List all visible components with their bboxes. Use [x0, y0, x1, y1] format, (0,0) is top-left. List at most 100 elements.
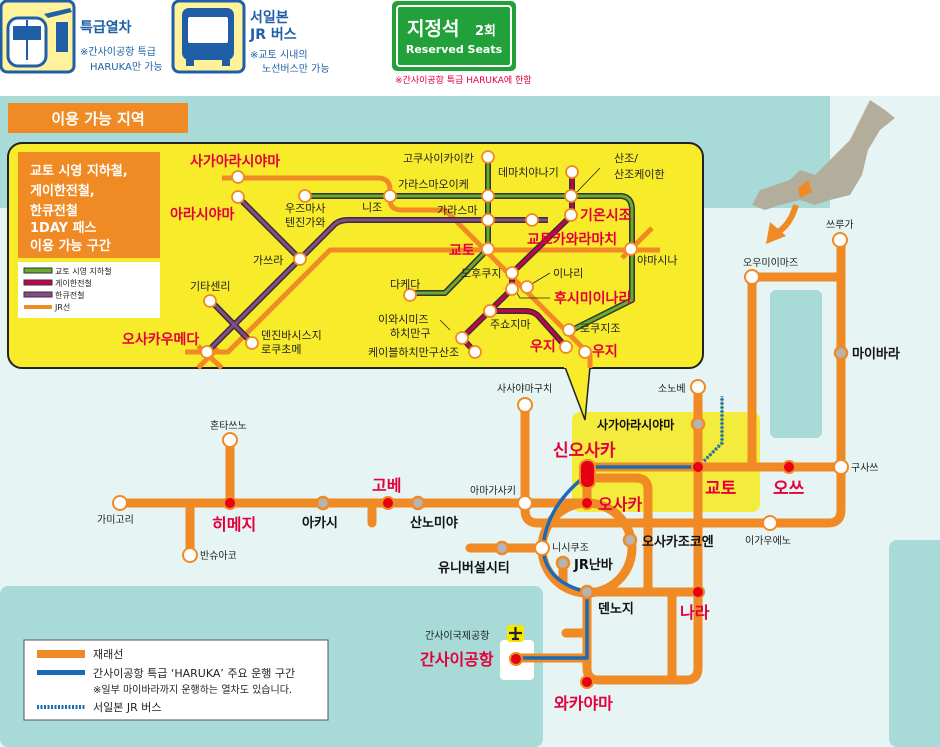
- inset-marker-cable-hachimangu[interactable]: [468, 345, 482, 359]
- inset-legend-subway: 교토 시영 지하철: [55, 266, 112, 276]
- japan-silhouette: [752, 100, 895, 210]
- inset-label-tenjinbashi-2: 로쿠초메: [261, 343, 301, 356]
- inset-label-iwashimizu-1: 이와시미즈: [378, 313, 429, 326]
- inset-marker-saga-arashiyama[interactable]: [231, 170, 245, 184]
- inset-marker-sanjo[interactable]: [564, 189, 578, 203]
- station-marker-tennoji[interactable]: [579, 584, 595, 600]
- reserved-count: 2회: [475, 23, 496, 39]
- inset-pointer-join: [564, 364, 592, 368]
- station-marker-maibara[interactable]: [833, 345, 849, 361]
- inset-label-saga-arashiyama: 사가아라시야마: [190, 153, 280, 170]
- inset-marker-kokusaikaikan[interactable]: [481, 150, 495, 164]
- inset-marker-karasuma-oike[interactable]: [481, 189, 495, 203]
- inset-pointer: [564, 366, 591, 421]
- station-marker-hontatsuno[interactable]: [222, 432, 238, 448]
- inset-marker-inari[interactable]: [520, 280, 534, 294]
- inset-marker-arashiyama[interactable]: [231, 190, 245, 204]
- station-marker-igaueno[interactable]: [762, 515, 778, 531]
- inset-marker-kitasenri[interactable]: [203, 294, 217, 308]
- inset-marker-nijo[interactable]: [383, 189, 397, 203]
- inset-marker-kyoto[interactable]: [481, 242, 495, 256]
- train-icon: [6, 8, 72, 68]
- label-kyoto: 교토: [705, 479, 737, 499]
- station-marker-kamigori[interactable]: [112, 495, 128, 511]
- label-kansai-airport: 간사이공항: [420, 650, 494, 669]
- inset-label-karasuma: 가라스마: [437, 204, 477, 217]
- inset-label-uzumasa-2: 텐진가와: [285, 216, 325, 229]
- label-osaka: 오사카: [598, 495, 642, 514]
- inset-marker-uzumasa[interactable]: [298, 189, 312, 203]
- inset-marker-tofukuji[interactable]: [505, 266, 519, 280]
- station-marker-sasayamaguchi[interactable]: [517, 397, 533, 413]
- inset-label-uji-jr: 우지: [592, 344, 618, 360]
- label-sannomiya: 산노미야: [410, 515, 458, 531]
- lake-biwa: [770, 290, 822, 438]
- jr-bus-badge: 서일본 JR 버스 ※교토 시내의 노선버스만 가능: [171, 0, 330, 75]
- station-marker-saga-arashiyama[interactable]: [690, 416, 706, 432]
- station-marker-kansai-airport[interactable]: [509, 652, 523, 666]
- inset-marker-uji-keihan[interactable]: [559, 340, 573, 354]
- inset-marker-gion-shijo[interactable]: [564, 208, 578, 222]
- label-nishikujo: 니시쿠조: [552, 542, 589, 554]
- label-otsu: 오쓰: [773, 479, 805, 499]
- legend-swatch-conventional: [37, 650, 85, 658]
- inset-marker-karasuma[interactable]: [481, 213, 495, 227]
- inset-marker-takeda[interactable]: [403, 288, 417, 302]
- station-marker-nishikujo[interactable]: [534, 540, 550, 556]
- inset-label-inari: 이나리: [553, 267, 583, 280]
- inset-marker-rokujizo[interactable]: [562, 323, 576, 337]
- inset-label-chushojima: 주쇼지마: [490, 318, 530, 331]
- inset-marker-iwashimizu[interactable]: [455, 331, 469, 345]
- station-marker-shin-osaka[interactable]: [579, 459, 596, 489]
- inset-marker-tenjinbashi[interactable]: [245, 336, 259, 350]
- station-marker-osaka[interactable]: [580, 496, 594, 510]
- station-marker-otsu[interactable]: [782, 460, 796, 474]
- station-marker-osakajokoen[interactable]: [622, 532, 638, 548]
- label-shin-osaka: 신오사카: [553, 441, 616, 461]
- station-marker-sannomiya[interactable]: [410, 495, 426, 511]
- station-marker-kusatsu[interactable]: [833, 459, 849, 475]
- airport-icon: [507, 625, 524, 642]
- inset-marker-fushimi-inari[interactable]: [505, 282, 519, 296]
- station-marker-himeji[interactable]: [223, 496, 237, 510]
- inset-label-kawaramachi: 교토카와라마치: [527, 231, 617, 248]
- station-marker-wakayama[interactable]: [580, 675, 594, 689]
- inset-marker-demachiyanagi[interactable]: [565, 165, 579, 179]
- label-tsuruga: 쓰루가: [826, 219, 854, 231]
- label-maibara: 마이바라: [852, 346, 900, 362]
- station-marker-jr-namba[interactable]: [555, 555, 571, 571]
- inset-legend-swatch-hankyu: [23, 291, 53, 298]
- inset-marker-katsura[interactable]: [293, 252, 307, 266]
- jr-bus-route: [702, 396, 724, 463]
- legend-conventional: 재래선: [93, 648, 123, 661]
- inset-label-gion-shijo: 기온시조: [580, 208, 632, 224]
- station-marker-banshuako[interactable]: [182, 547, 198, 563]
- station-marker-universal-city[interactable]: [494, 540, 510, 556]
- station-marker-sonobe[interactable]: [690, 379, 706, 395]
- inset-stations: [200, 150, 638, 359]
- area-title-box: [8, 103, 188, 133]
- station-marker-tsuruga[interactable]: [832, 232, 848, 248]
- inset-marker-uji-jr[interactable]: [578, 345, 592, 359]
- inset-label-cable-hachimangu: 케이블하치만구산조: [368, 345, 459, 359]
- label-kamigori: 가미고리: [97, 514, 134, 526]
- bus-note-line2: 노선버스만 가능: [262, 63, 330, 75]
- station-marker-kobe[interactable]: [381, 496, 395, 510]
- label-jr-namba: JR난바: [573, 557, 613, 573]
- station-marker-akashi[interactable]: [315, 495, 331, 511]
- inset-marker-osaka-umeda[interactable]: [200, 345, 214, 359]
- reserved-title: 지정석: [407, 18, 459, 40]
- inset-lines: [185, 157, 660, 370]
- station-marker-nara[interactable]: [691, 585, 705, 599]
- station-marker-kyoto[interactable]: [691, 460, 705, 474]
- inset-label-kitasenri: 기타센리: [190, 280, 230, 293]
- reserved-note: ※간사이공항 특급 HARUKA에 한함: [395, 75, 532, 86]
- label-amagasaki: 아마가사키: [470, 485, 516, 497]
- label-sonobe: 소노베: [658, 383, 686, 395]
- inset-marker-chushojima[interactable]: [483, 304, 497, 318]
- inset-marker-yamashina[interactable]: [624, 242, 638, 256]
- station-marker-amagasaki[interactable]: [517, 495, 533, 511]
- station-marker-omiimazu[interactable]: [744, 269, 760, 285]
- inset-marker-kawaramachi[interactable]: [525, 213, 539, 227]
- label-kobe: 고베: [372, 476, 401, 495]
